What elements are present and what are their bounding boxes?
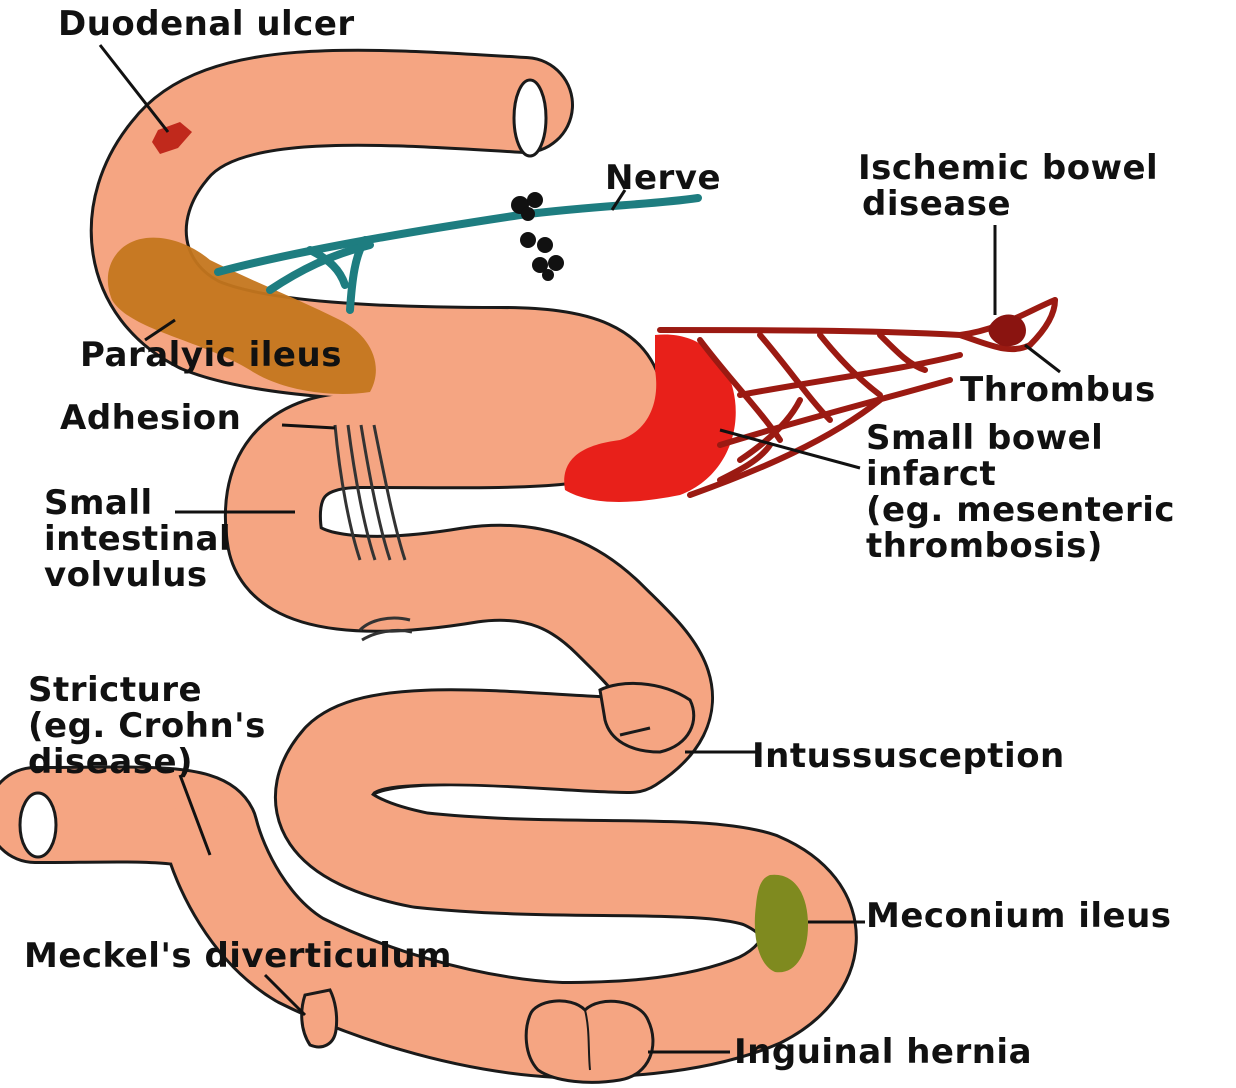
label-infarct-line1: Small bowel xyxy=(866,420,1103,456)
label-volvulus-line3: volvulus xyxy=(44,557,208,593)
nerve-ganglion-icon xyxy=(511,192,564,281)
bowel-open-end-bottom xyxy=(20,793,56,857)
label-paralytic-ileus: Paralyic ileus xyxy=(80,337,342,373)
label-meconium-ileus: Meconium ileus xyxy=(866,898,1172,934)
label-volvulus-line2: intestinal xyxy=(44,521,231,557)
label-infarct-line4: thrombosis) xyxy=(866,528,1103,564)
bowel-open-end-top xyxy=(514,80,546,156)
label-adhesion: Adhesion xyxy=(60,400,241,436)
label-infarct-line3: (eg. mesenteric xyxy=(866,492,1175,528)
label-thrombus: Thrombus xyxy=(960,372,1156,408)
nerve-branches xyxy=(218,198,698,310)
label-inguinal-hernia: Inguinal hernia xyxy=(734,1034,1032,1070)
leader-thrombus xyxy=(1025,345,1060,372)
label-stricture-line3: disease) xyxy=(28,744,193,780)
label-volvulus-line1: Small xyxy=(44,485,153,521)
stricture-narrowing xyxy=(180,823,225,831)
thrombus-patch xyxy=(988,314,1026,346)
label-ischemic-line2: disease xyxy=(862,186,1011,222)
label-duodenal-ulcer: Duodenal ulcer xyxy=(58,6,355,42)
label-stricture-line2: (eg. Crohn's xyxy=(28,708,266,744)
label-nerve: Nerve xyxy=(605,160,721,196)
label-ischemic-line1: Ischemic bowel xyxy=(858,150,1158,186)
meckels-diverticulum-pouch xyxy=(302,990,337,1047)
label-meckels-diverticulum: Meckel's diverticulum xyxy=(24,938,452,974)
label-infarct-line2: infarct xyxy=(866,456,996,492)
label-intussusception: Intussusception xyxy=(752,738,1065,774)
label-stricture-line1: Stricture xyxy=(28,672,202,708)
